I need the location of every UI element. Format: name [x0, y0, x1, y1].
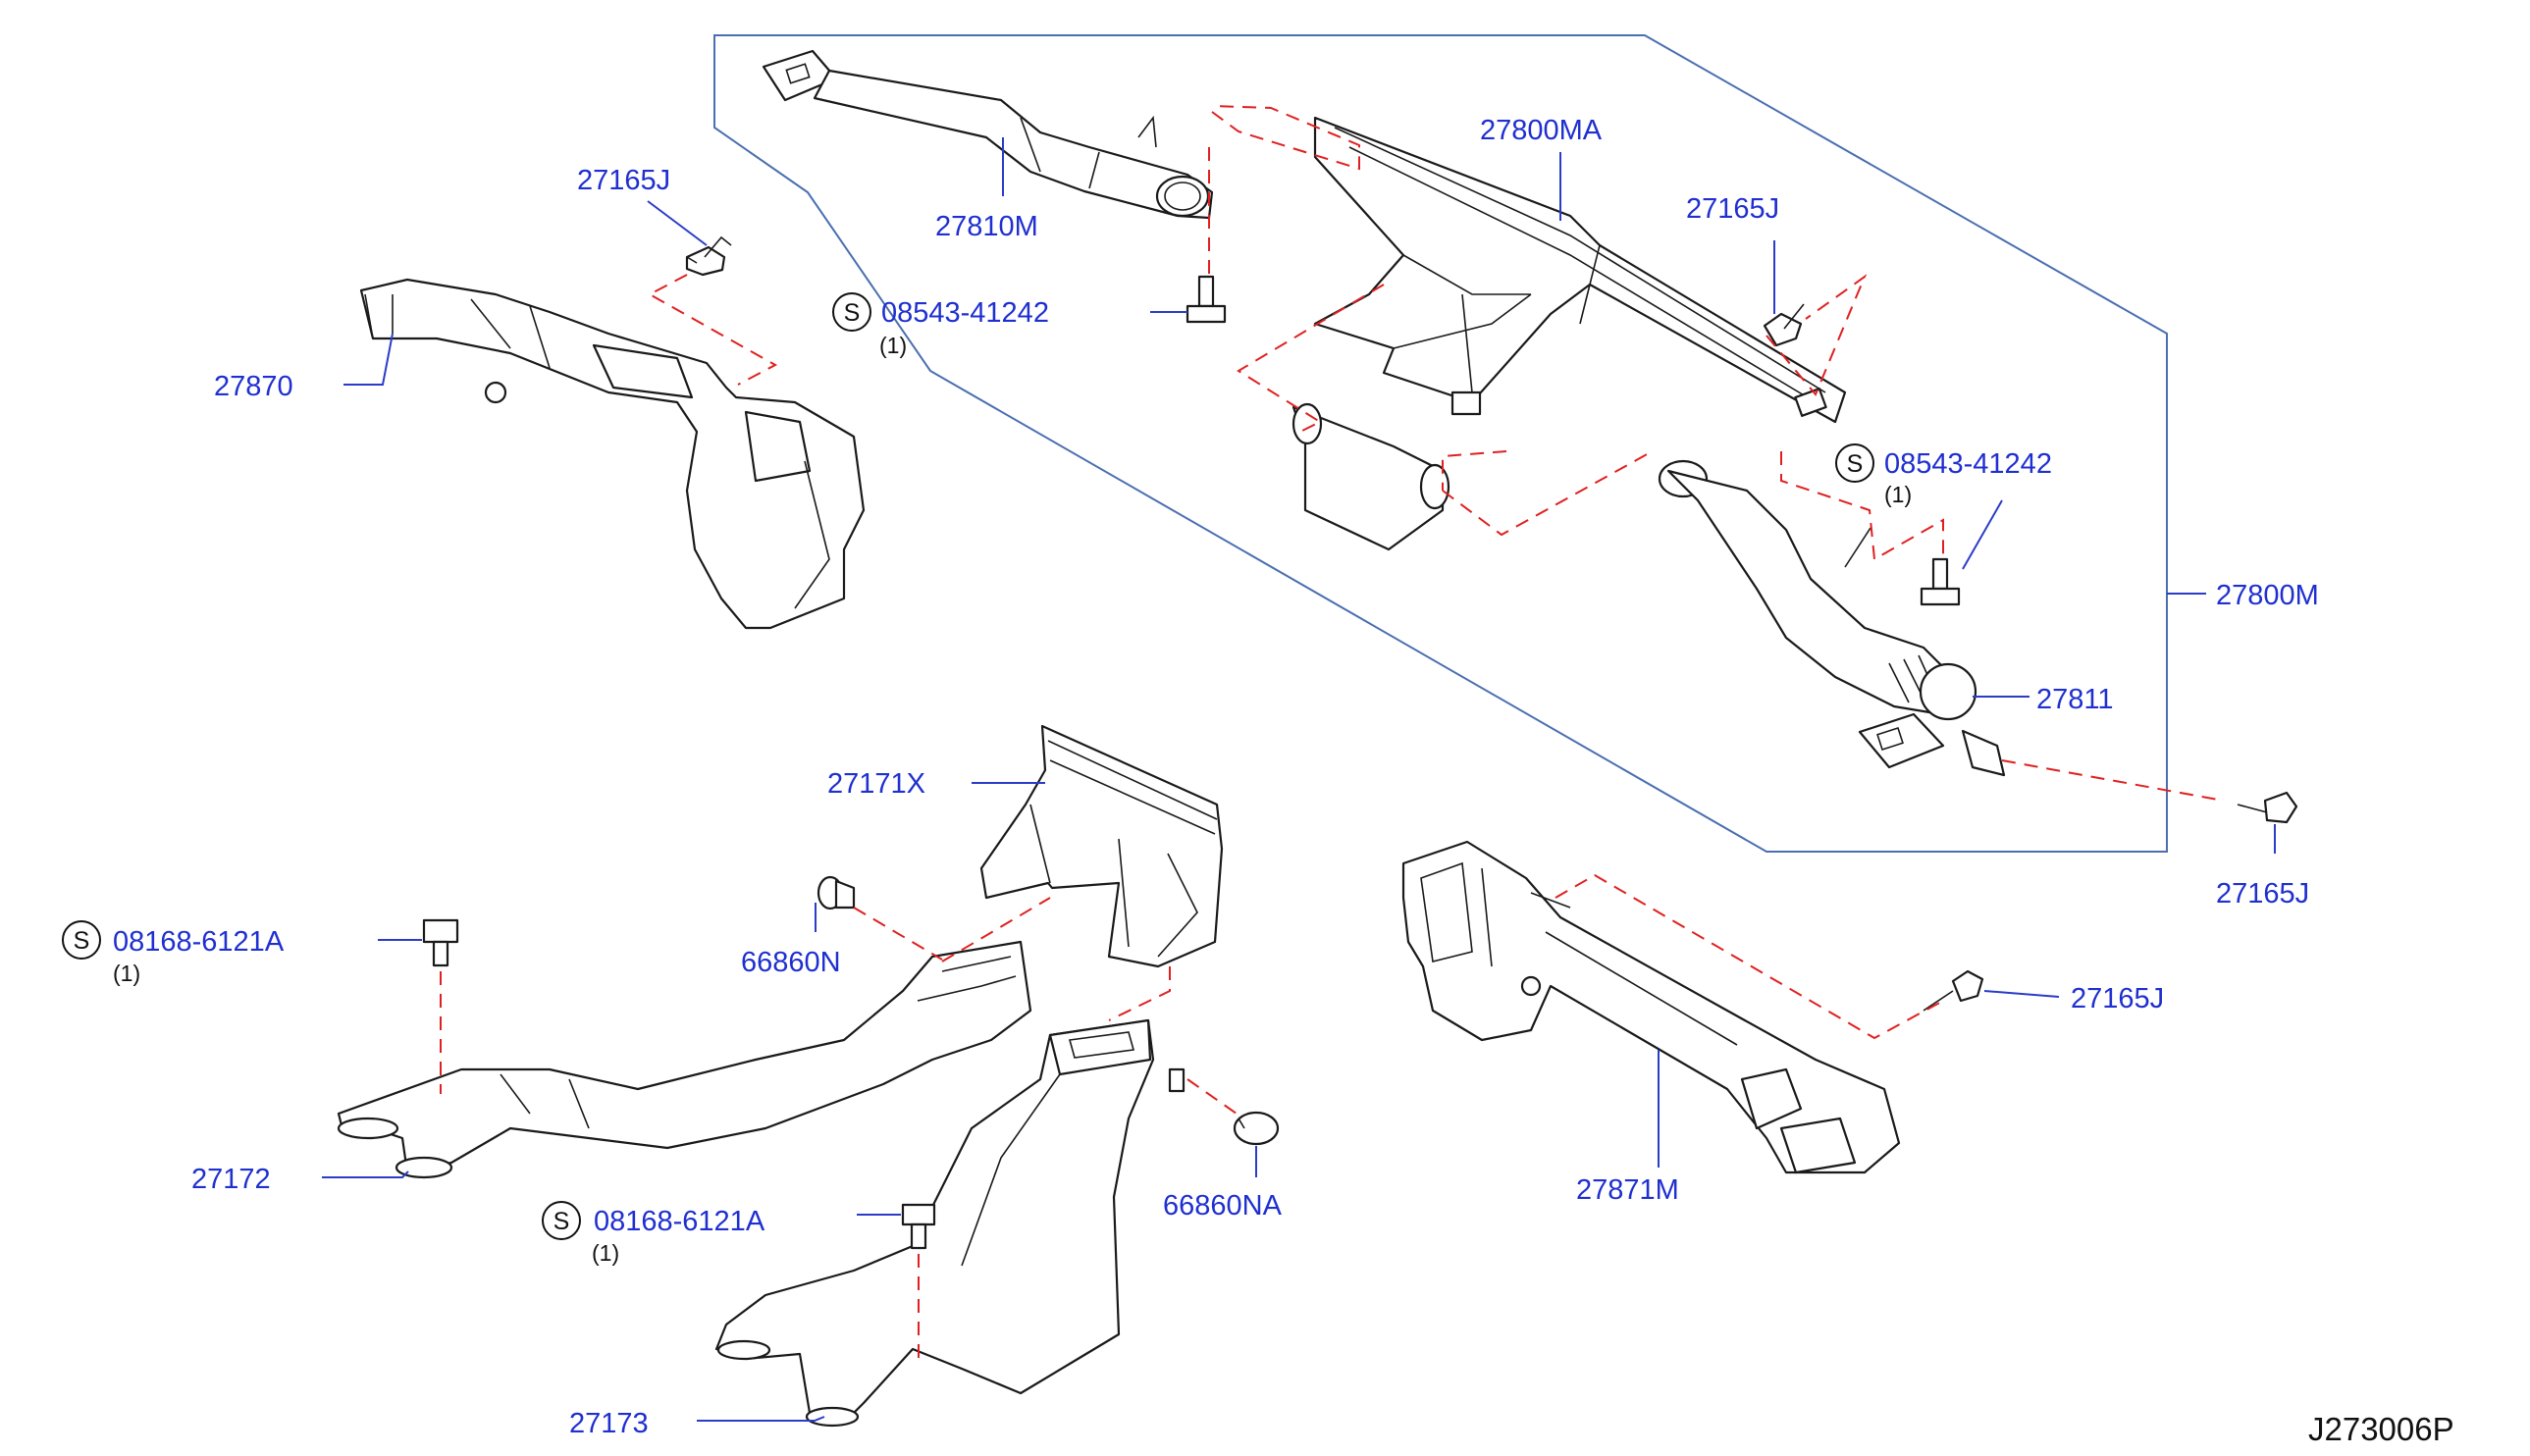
duct-27172 [337, 940, 1032, 1179]
bolt-08168-a [422, 918, 459, 967]
screw-27165j-b [1763, 303, 1805, 347]
label-08168-b: 08168-6121A [594, 1206, 765, 1237]
duct-27800ma [1313, 116, 1847, 424]
standard-part-marker-08543-a: S [832, 292, 871, 332]
assembly-group-outline [713, 34, 2168, 853]
bolt-08168-b [901, 1203, 936, 1250]
screw-27165j-d [1923, 969, 1984, 1012]
label-27811: 27811 [2036, 684, 2114, 715]
vent-box-center [1291, 402, 1450, 551]
label-27171x: 27171X [827, 768, 925, 800]
svg-text:S: S [553, 1208, 570, 1235]
label-27810m: 27810M [935, 211, 1038, 242]
label-66860na: 66860NA [1163, 1190, 1283, 1222]
duct-27811 [1658, 459, 2006, 777]
duct-27810m [762, 49, 1214, 220]
leader-lines [322, 137, 2276, 1422]
label-27870: 27870 [214, 371, 293, 402]
standard-part-marker-08168-b: S [542, 1201, 581, 1240]
screw-27165j-c [2237, 791, 2298, 824]
qty-08168-a: (1) [113, 961, 140, 986]
fastener-links [440, 105, 2219, 1364]
label-27871m: 27871M [1576, 1174, 1679, 1206]
standard-part-marker-08168-a: S [62, 920, 101, 960]
bolt-08543-b [1920, 557, 1961, 606]
label-27172: 27172 [191, 1164, 271, 1195]
label-08543-b: 08543-41242 [1884, 448, 2052, 480]
qty-08543-a: (1) [879, 333, 907, 358]
label-27165j-a: 27165J [577, 165, 670, 196]
label-27800ma: 27800MA [1480, 115, 1603, 146]
svg-text:S: S [844, 299, 861, 327]
qty-08168-b: (1) [592, 1240, 619, 1266]
clip-66860n [817, 875, 856, 910]
figure-code: J273006P [2308, 1411, 2454, 1447]
duct-27871m [1401, 840, 1901, 1174]
svg-text:S: S [1847, 450, 1864, 478]
label-66860n: 66860N [741, 947, 841, 978]
duct-27870 [359, 278, 866, 630]
svg-text:S: S [74, 927, 90, 955]
label-08543-a: 08543-41242 [881, 297, 1049, 329]
qty-08543-b: (1) [1884, 482, 1912, 507]
label-27165j-c: 27165J [2216, 878, 2309, 910]
label-27165j-b: 27165J [1686, 193, 1779, 225]
label-27173: 27173 [569, 1408, 649, 1439]
clip-66860na [1233, 1111, 1280, 1146]
label-08168-a: 08168-6121A [113, 926, 285, 958]
bolt-08543-a [1186, 275, 1227, 324]
screw-27165j-a [685, 235, 732, 277]
standard-part-marker-08543-b: S [1835, 443, 1874, 483]
label-27165j-d: 27165J [2071, 983, 2164, 1014]
duct-27171x [979, 724, 1224, 968]
label-27800m: 27800M [2216, 580, 2319, 611]
